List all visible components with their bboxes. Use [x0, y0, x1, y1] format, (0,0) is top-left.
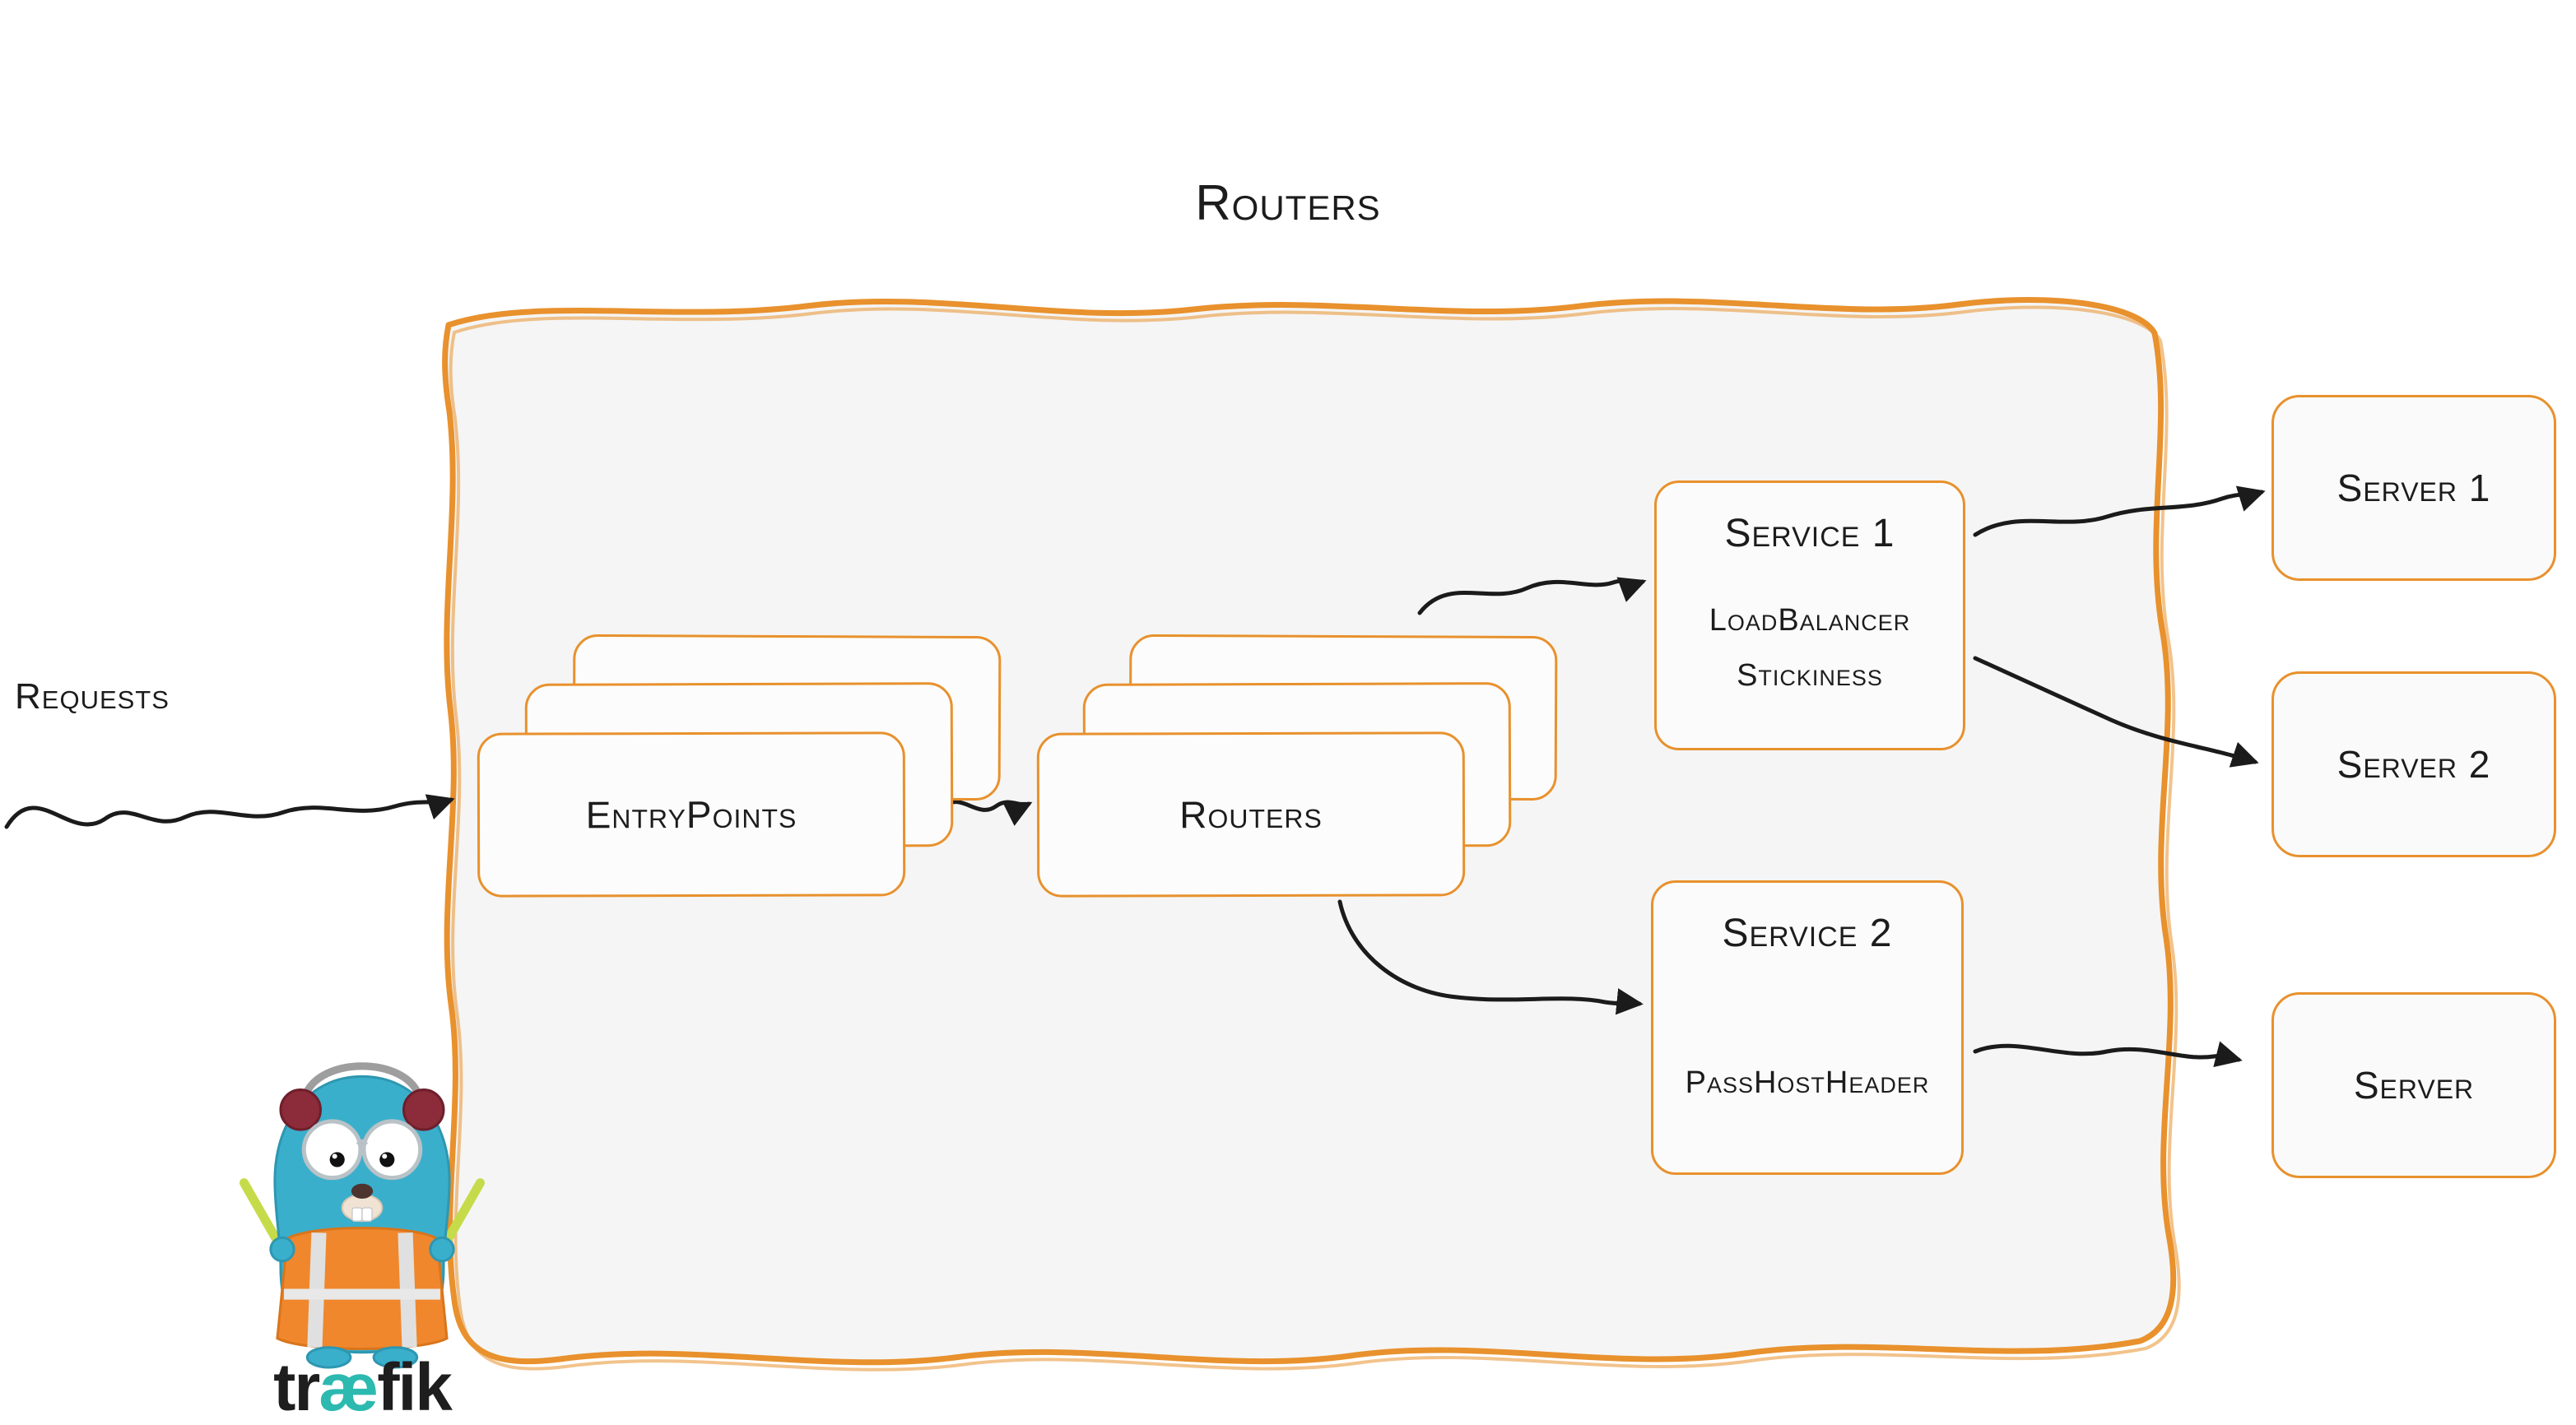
eye-glint-left [332, 1153, 337, 1159]
entrypoints-label: EntryPoints [585, 792, 797, 837]
gopher-tooth-right [361, 1207, 373, 1222]
gopher-pupil-right [379, 1152, 395, 1167]
gopher-foot-right [372, 1346, 419, 1369]
service-2-box: Service 2 PassHostHeader [1651, 880, 1964, 1175]
glow-stick-right-icon [439, 1178, 486, 1252]
headphone-cup-right-icon [402, 1088, 445, 1131]
arrow-entrypoints-to-routers [942, 800, 1033, 826]
glasses-bridge-icon [356, 1139, 369, 1146]
safety-vest [276, 1227, 449, 1350]
gopher-eye-right [361, 1119, 423, 1181]
server-1-label: Server 1 [2337, 466, 2491, 509]
gopher-hand-right [429, 1236, 455, 1263]
traefik-container-sketch-stroke [449, 305, 2181, 1372]
gopher-tooth-left [351, 1207, 363, 1222]
service-1-box: Service 1 LoadBalancer Stickiness [1654, 480, 1965, 750]
arrow-requests-to-entrypoints [4, 794, 455, 829]
wordmark-pre: tr [273, 1350, 320, 1425]
gopher-hand-left [269, 1236, 295, 1263]
service-2-properties: PassHostHeader [1653, 1056, 1961, 1111]
gopher-nose [351, 1183, 374, 1199]
eye-glint-right [382, 1153, 388, 1159]
arrow-routers-to-service1 [1417, 577, 1647, 615]
routers-label: Routers [1179, 792, 1323, 837]
service-2-property-passhostheader: PassHostHeader [1685, 1065, 1930, 1100]
service-2-name: Service 2 [1722, 912, 1893, 955]
traefik-gopher-mascot-icon [239, 1062, 486, 1369]
headphones-band-icon [301, 1062, 423, 1099]
arrow-service2-to-server [1973, 1041, 2243, 1068]
gopher-foot-left [305, 1346, 352, 1369]
requests-label: Requests [15, 676, 170, 717]
arrow-service1-to-server1 [1973, 485, 2266, 537]
server-2-box: Server 2 [2271, 671, 2556, 857]
traefik-logo [229, 1043, 495, 1369]
service-1-name: Service 1 [1724, 512, 1895, 555]
server-3-box: Server [2271, 992, 2556, 1178]
service-1-properties: LoadBalancer Stickiness [1657, 593, 1963, 703]
server-2-label: Server 2 [2337, 743, 2491, 786]
wordmark-ae: æ [319, 1350, 379, 1425]
server-1-box: Server 1 [2271, 395, 2556, 581]
gopher-pupil-left [329, 1152, 345, 1167]
headphone-cup-left-icon [279, 1088, 323, 1131]
gopher-eye-left [301, 1119, 363, 1181]
service-1-property-loadbalancer: LoadBalancer [1709, 603, 1911, 638]
glow-stick-left-icon [239, 1178, 286, 1252]
page-title: Routers [1195, 175, 1381, 230]
arrow-service1-to-server2 [1973, 656, 2259, 768]
arrow-routers-to-service2 [1337, 899, 1644, 1015]
service-1-property-stickiness: Stickiness [1737, 657, 1883, 693]
routers-box: Routers [1036, 731, 1466, 898]
entrypoints-box: EntryPoints [477, 731, 906, 898]
server-3-label: Server [2353, 1064, 2475, 1107]
traefik-wordmark: træfik [206, 1354, 518, 1422]
wordmark-post: fik [377, 1350, 453, 1425]
